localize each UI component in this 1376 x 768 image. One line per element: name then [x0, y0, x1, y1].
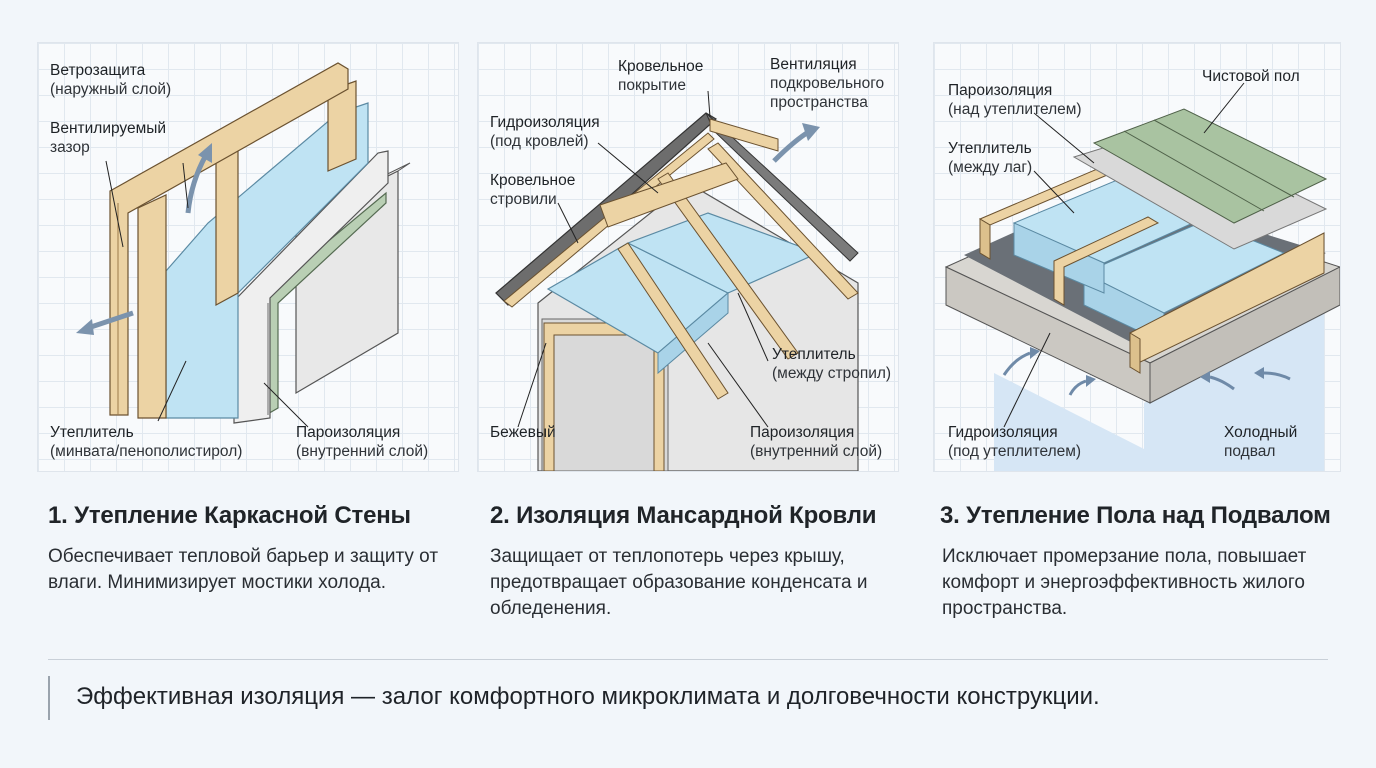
- label-floor-vapor: Пароизоляция(над утеплителем): [948, 82, 1082, 118]
- label-floor-waterproof: Гидроизоляция(под утеплителем): [948, 424, 1082, 460]
- label-finish-floor: Чистовой пол: [1202, 68, 1300, 85]
- label-wall-insulation: Утеплитель(минвата/пенополистирол): [50, 424, 243, 460]
- quote-accent-bar: [48, 676, 50, 720]
- footer-divider: [48, 659, 1328, 660]
- roof-section-title: 2. Изоляция Мансардной Кровли: [490, 502, 877, 529]
- label-beige: Бежевый: [490, 424, 556, 441]
- label-wall-vapor: Пароизоляция(внутренний слой): [296, 424, 429, 460]
- label-floor-insulation: Утеплитель(между лаг): [948, 140, 1033, 176]
- label-roof-vapor: Пароизоляция(внутренний слой): [750, 424, 883, 460]
- label-roof-insulation: Утеплитель(между стропил): [772, 346, 892, 382]
- roof-illustration: [495, 90, 859, 471]
- wall-diagram-panel: Ветрозащита(наружный слой) Вентилируемый…: [37, 42, 459, 472]
- floor-section-title: 3. Утепление Пола над Подвалом: [940, 502, 1331, 529]
- floor-illustration: [944, 82, 1340, 471]
- wall-section-description: Обеспечивает тепловой барьер и защиту от…: [48, 546, 439, 593]
- wall-illustration: [76, 62, 411, 428]
- wall-section-title: 1. Утепление Каркасной Стены: [48, 502, 411, 529]
- floor-section-description: Исключает промерзание пола, повышает ком…: [942, 546, 1307, 619]
- label-roof-waterproof: Гидроизоляция(под кровлей): [490, 114, 600, 150]
- floor-diagram-panel: Пароизоляция(над утеплителем) Чистовой п…: [933, 42, 1341, 472]
- footer-quote: Эффективная изоляция — залог комфортного…: [76, 683, 1100, 710]
- roof-section-description: Защищает от теплопотерь через крышу, пре…: [490, 546, 868, 619]
- label-windproof: Ветрозащита(наружный слой): [50, 62, 172, 98]
